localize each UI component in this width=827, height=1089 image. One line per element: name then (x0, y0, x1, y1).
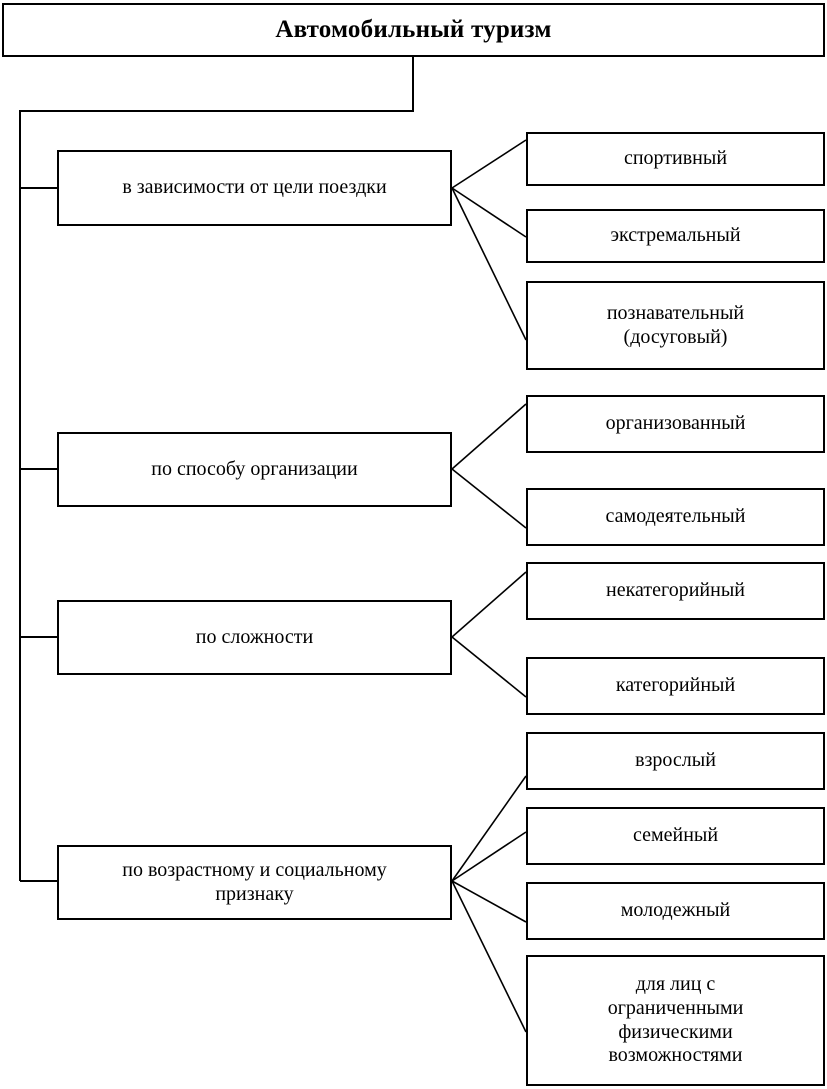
leaf-node-molodezhny[interactable]: молодежный (526, 882, 825, 940)
edge-purpose-sportivny (451, 139, 527, 189)
leaf-node-samodeyatelny[interactable]: самодеятельный (526, 488, 825, 546)
edge-age-vzrosly (451, 775, 527, 882)
edge-purpose-poznavatelny (451, 187, 527, 341)
leaf-node-sportivny[interactable]: спортивный (526, 132, 825, 186)
category-node-purpose[interactable]: в зависимости от цели поездки (57, 150, 452, 226)
category-node-organization[interactable]: по способу организации (57, 432, 452, 507)
edge-age-semeyny (451, 831, 527, 882)
leaf-node-semeyny[interactable]: семейный (526, 807, 825, 865)
edge-age-molodezhny (451, 880, 527, 923)
leaf-node-kategoriyny[interactable]: категорийный (526, 657, 825, 715)
root-node[interactable]: Автомобильный туризм (2, 3, 825, 57)
leaf-node-poznavatelny[interactable]: познавательный (досуговый) (526, 281, 825, 370)
edge-organization-organizovanny (451, 403, 527, 470)
edge-purpose-extremalny (451, 187, 527, 238)
edge-difficulty-nekategoriyny (451, 571, 527, 638)
edge-organization-samodeyatelny (451, 468, 527, 529)
edge-difficulty-kategoriyny (451, 636, 527, 698)
category-node-difficulty[interactable]: по сложности (57, 600, 452, 675)
leaf-node-disabilities[interactable]: для лиц с ограниченными физическими возм… (526, 955, 825, 1086)
leaf-node-organizovanny[interactable]: организованный (526, 395, 825, 453)
leaf-node-extremalny[interactable]: экстремальный (526, 209, 825, 263)
leaf-node-vzrosly[interactable]: взрослый (526, 732, 825, 790)
category-node-age-social[interactable]: по возрастному и социальному признаку (57, 845, 452, 920)
edge-age-disabilities (451, 880, 527, 1033)
leaf-node-nekategoriyny[interactable]: некатегорийный (526, 562, 825, 620)
